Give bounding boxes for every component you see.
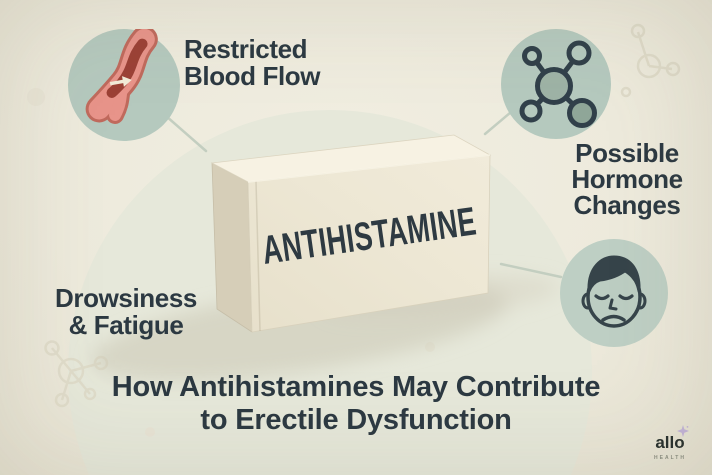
flow-arrow-icon xyxy=(109,76,132,87)
logo-tagline: HEALTH xyxy=(654,455,686,461)
background-blob xyxy=(145,427,155,437)
label-line: & Fatigue xyxy=(68,310,184,340)
label-line: Possible xyxy=(575,138,679,168)
medicine-box: ANTIHISTAMINE xyxy=(210,134,492,333)
box-crease xyxy=(255,180,261,332)
restricted-blood-flow-label: Restricted Blood Flow xyxy=(184,36,320,90)
label-line: Hormone xyxy=(571,164,683,194)
nose xyxy=(608,298,618,311)
closed-eye xyxy=(618,294,634,301)
connector-line xyxy=(499,262,563,279)
title-line: How Antihistamines May Contribute xyxy=(111,371,601,403)
infographic-title: How Antihistamines May Contribute to Ere… xyxy=(0,371,712,437)
frown-mouth xyxy=(601,314,626,322)
label-line: Changes xyxy=(573,190,681,220)
box-edge-highlight xyxy=(247,154,491,183)
drowsiness-fatigue-label: Drowsiness & Fatigue xyxy=(30,285,222,339)
closed-eye xyxy=(594,294,610,301)
label-line: Drowsiness xyxy=(55,283,197,313)
tired-face-icon xyxy=(560,239,668,347)
title-line: to Erectile Dysfunction xyxy=(200,404,512,436)
label-line: Restricted xyxy=(184,34,308,64)
hormone-molecule-icon xyxy=(501,29,611,139)
connector-line xyxy=(164,114,208,153)
label-line: Blood Flow xyxy=(184,61,321,91)
background-blob xyxy=(27,88,45,106)
possible-hormone-changes-label: Possible Hormone Changes xyxy=(542,140,712,218)
logo-brand: allo xyxy=(655,425,689,452)
logo-brand-text: allo xyxy=(655,433,685,452)
allo-health-logo: allo HEALTH xyxy=(644,425,696,461)
restricted-blood-vessel-icon xyxy=(68,29,180,141)
hair xyxy=(587,255,641,293)
molecule-decoration-icon xyxy=(620,23,681,98)
sparkle-icon xyxy=(676,425,689,437)
